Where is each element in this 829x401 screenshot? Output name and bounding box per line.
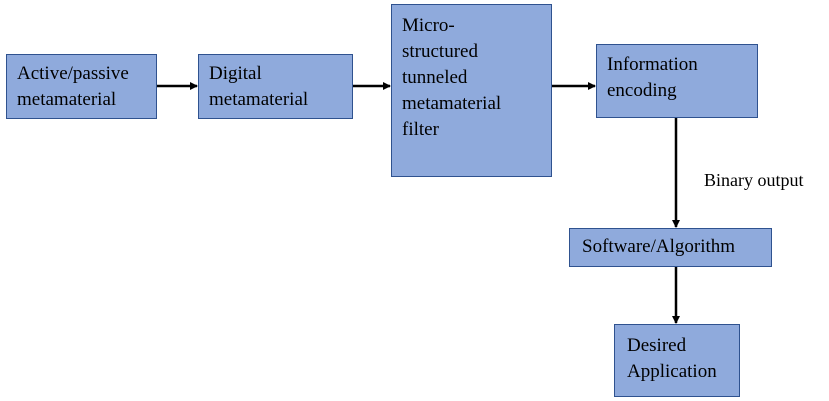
node-label-line: metamaterial: [209, 89, 309, 110]
edge-label-binary-output: Binary output: [704, 170, 804, 190]
node-label-line: Micro-: [402, 15, 455, 36]
node-tunneled-metamaterial-filter: Micro- structured tunneled metamaterial …: [391, 4, 552, 177]
node-label-line: Digital: [209, 63, 262, 84]
node-information-encoding: Information encoding: [596, 44, 758, 118]
node-label-line: metamaterial: [17, 89, 117, 110]
node-label-line: encoding: [607, 80, 677, 101]
node-label-line: Application: [627, 361, 717, 382]
node-label-line: Information: [607, 54, 698, 75]
node-label-line: metamaterial: [402, 93, 502, 114]
node-software-algorithm: Software/Algorithm: [569, 228, 772, 267]
node-label-line: structured: [402, 41, 478, 62]
node-label-line: tunneled: [402, 67, 468, 88]
node-active-passive-metamaterial: Active/passive metamaterial: [6, 54, 157, 119]
node-digital-metamaterial: Digital metamaterial: [198, 54, 353, 119]
node-label-line: Software/Algorithm: [582, 236, 736, 257]
node-label-line: filter: [402, 119, 439, 140]
node-label-line: Desired: [627, 335, 687, 356]
node-desired-application: Desired Application: [614, 324, 740, 397]
node-label-line: Active/passive: [17, 63, 129, 84]
